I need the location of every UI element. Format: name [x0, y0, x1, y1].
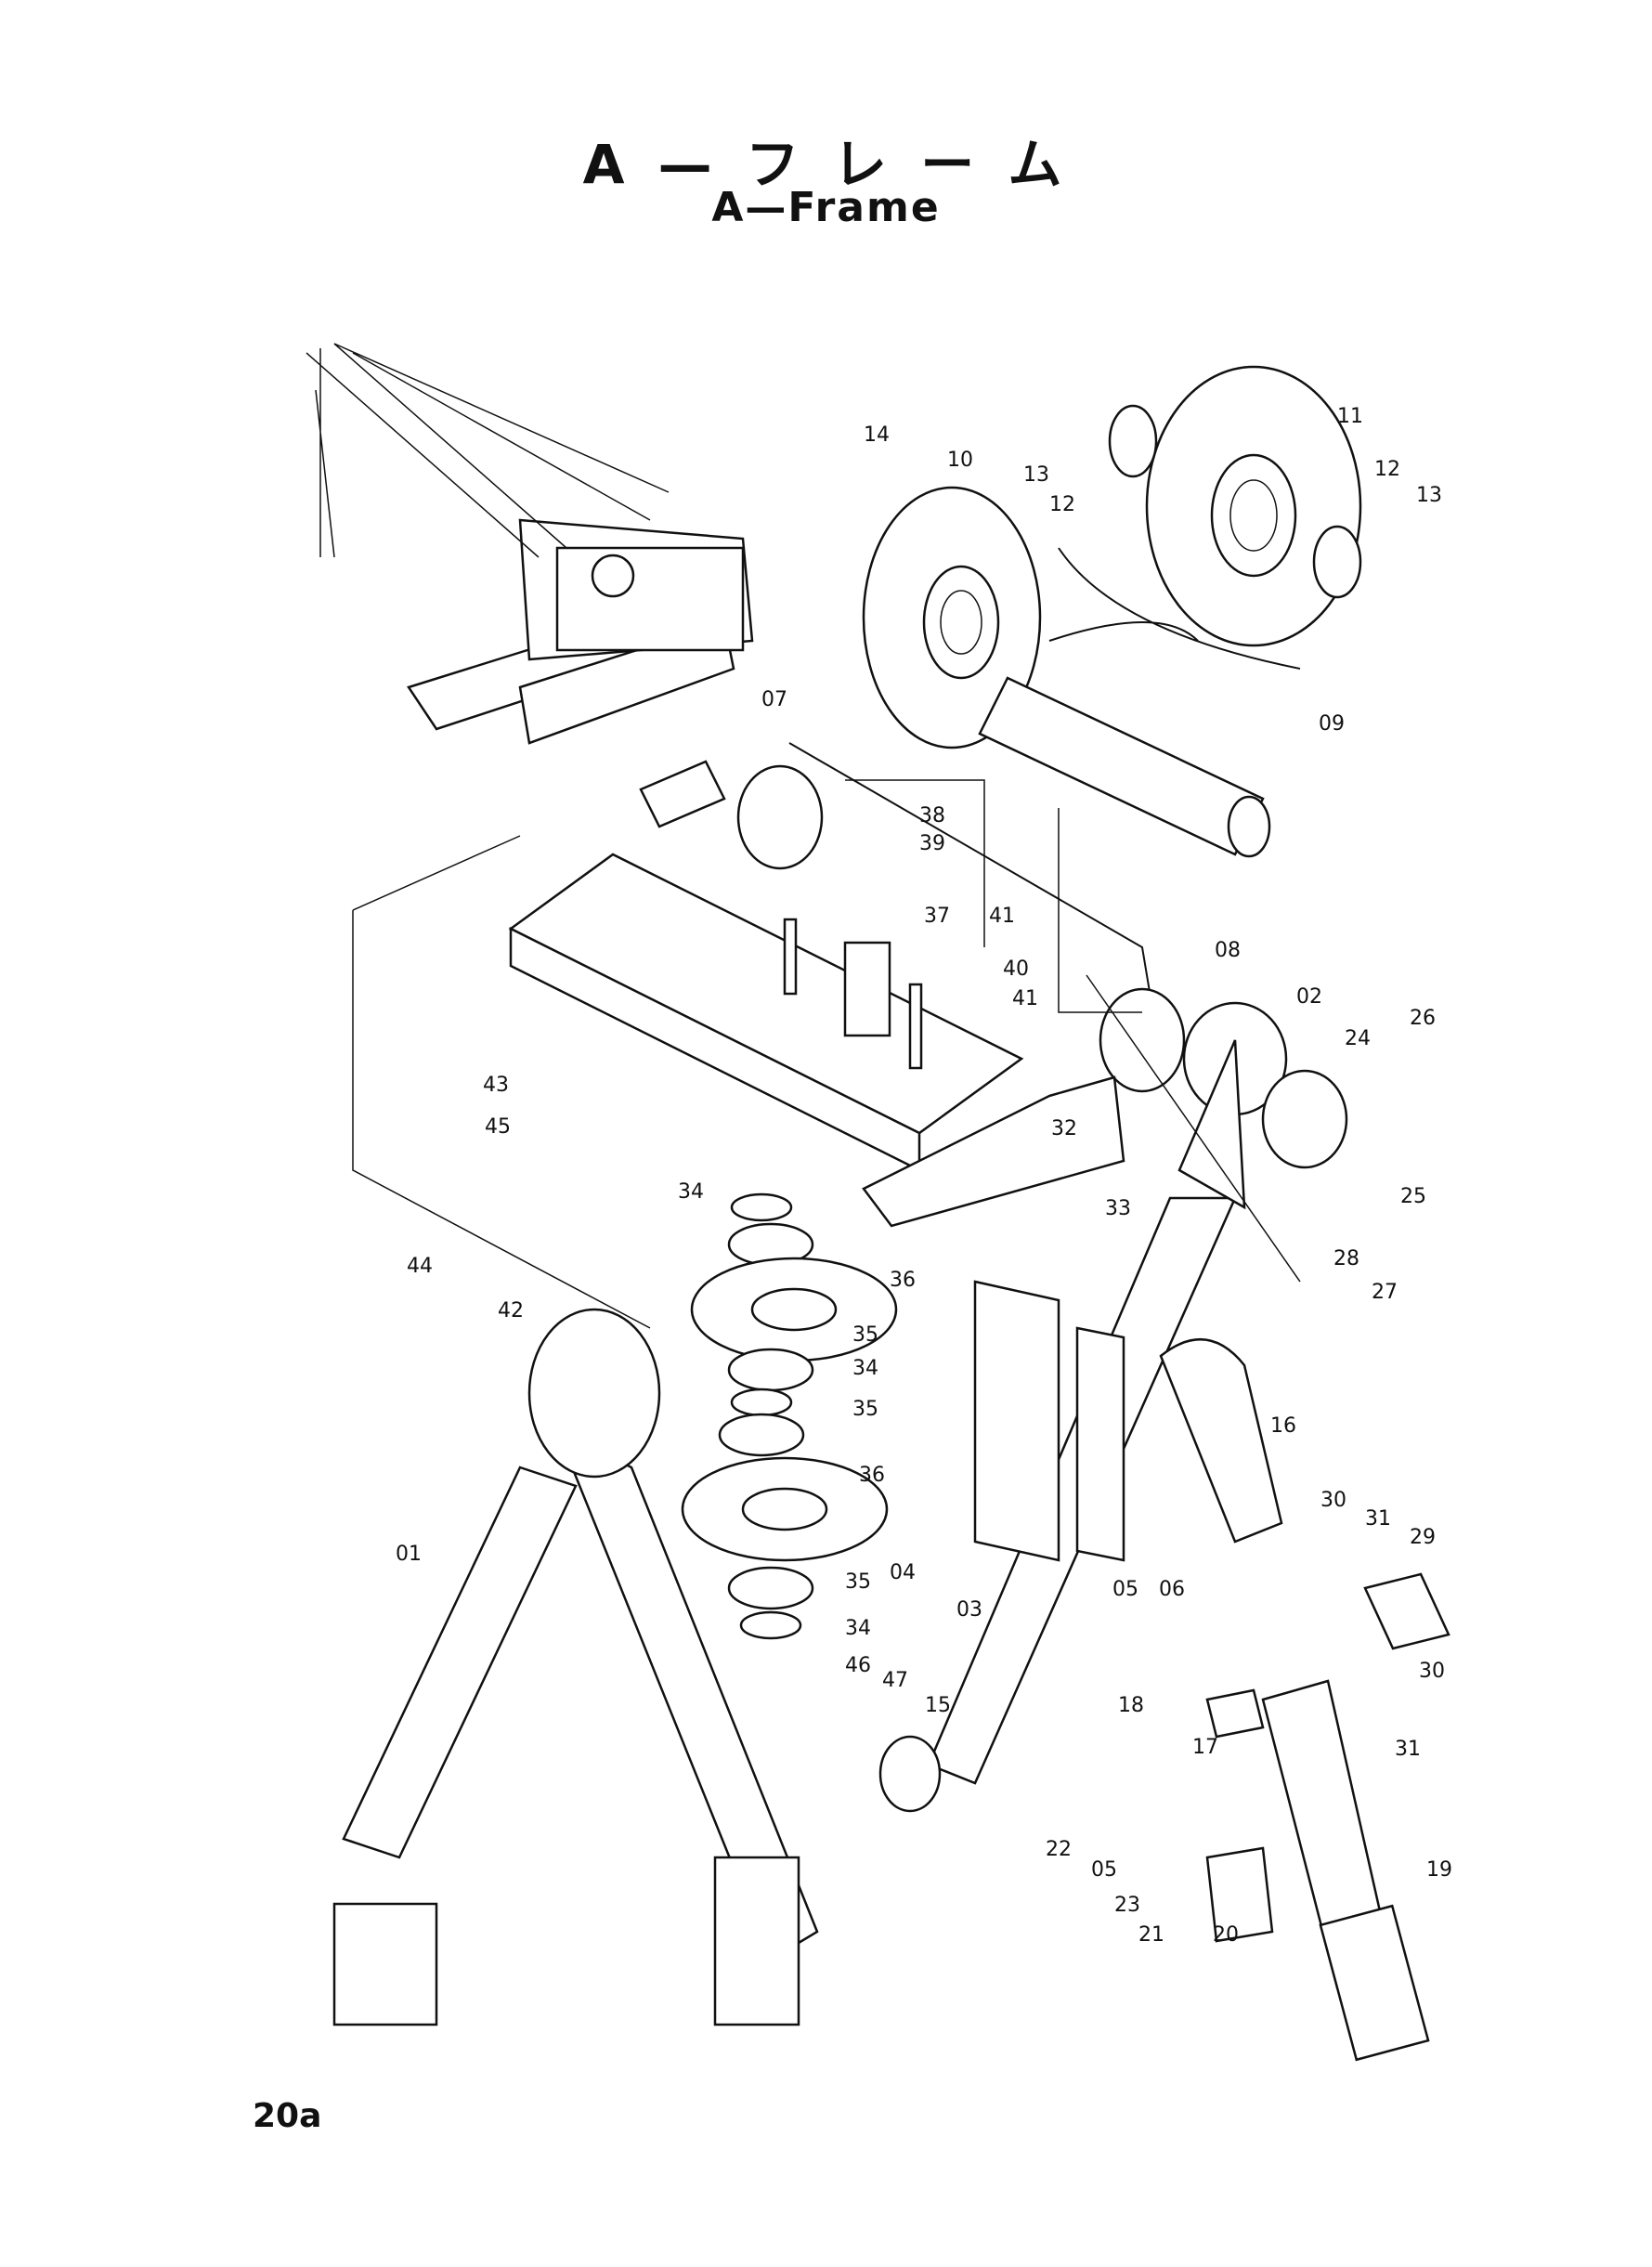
collar-24 — [1261, 1069, 1348, 1169]
callout-label: 43 — [483, 1074, 509, 1097]
callout-label: 35 — [852, 1323, 878, 1347]
callout-label: 45 — [485, 1115, 511, 1139]
callout-label: 03 — [956, 1598, 982, 1622]
callout-label: 37 — [924, 905, 950, 928]
callout-label: 30 — [1320, 1489, 1346, 1512]
bushing-12-right — [1312, 525, 1362, 599]
callout-label: 40 — [1003, 958, 1029, 981]
callout-label: 28 — [1333, 1247, 1359, 1270]
callout-label: 09 — [1319, 712, 1345, 736]
callout-label: 47 — [882, 1669, 908, 1692]
link-16 — [1159, 1337, 1283, 1544]
callout-label: 12 — [1049, 493, 1075, 516]
callout-label: 33 — [1105, 1197, 1131, 1220]
callout-label: 46 — [845, 1654, 871, 1677]
callout-label: 15 — [925, 1694, 951, 1717]
callout-label: 31 — [1365, 1507, 1391, 1531]
callout-label: 06 — [1159, 1578, 1185, 1601]
pin-40 — [908, 983, 923, 1070]
bushing-12-left — [1108, 404, 1158, 478]
callout-label: 42 — [498, 1299, 524, 1322]
bracket-29 — [1363, 1572, 1450, 1650]
callout-label: 17 — [1192, 1736, 1218, 1759]
callout-label: 22 — [1046, 1838, 1072, 1861]
callout-label: 39 — [919, 832, 945, 855]
callout-label: 11 — [1337, 405, 1363, 428]
page-number: 20a — [253, 2097, 322, 2135]
callout-label: 05 — [1091, 1858, 1117, 1882]
callout-label: 34 — [852, 1357, 878, 1380]
callout-label: 19 — [1426, 1858, 1452, 1882]
callout-label: 16 — [1270, 1414, 1296, 1438]
pin-18 — [1205, 1688, 1265, 1739]
sleeve-15 — [878, 1735, 942, 1813]
sheave-11 — [1145, 365, 1362, 647]
shaft-09 — [978, 676, 1271, 858]
callout-label: 32 — [1051, 1117, 1077, 1140]
callout-label: 10 — [947, 449, 973, 472]
callout-label: 31 — [1395, 1738, 1421, 1761]
callout-label: 34 — [678, 1180, 704, 1204]
callout-label: 18 — [1118, 1694, 1144, 1717]
callout-label: 05 — [1112, 1578, 1138, 1601]
callout-label: 07 — [761, 688, 787, 711]
callout-labels: 14 10 11 13 12 12 13 07 09 38 39 37 41 4… — [396, 405, 1452, 1947]
pin-37 — [843, 941, 891, 1037]
callout-label: 44 — [407, 1255, 433, 1278]
callout-label: 13 — [1416, 484, 1442, 507]
callout-label: 27 — [1372, 1281, 1398, 1304]
assembly-arrow — [1048, 547, 1301, 670]
a-frame-base — [508, 742, 1186, 1228]
callout-label: 21 — [1138, 1923, 1164, 1947]
callout-label: 08 — [1215, 939, 1241, 962]
crane-illustration — [306, 343, 754, 745]
callout-label: 36 — [890, 1269, 916, 1292]
callout-label: 01 — [396, 1543, 422, 1566]
title-japanese: A — フ レ ー ム — [582, 133, 1070, 196]
callout-label: 41 — [1012, 987, 1038, 1010]
pin-20 — [1205, 1846, 1274, 1943]
callout-label: 35 — [845, 1570, 871, 1594]
callout-label: 02 — [1296, 985, 1322, 1009]
plate-03 — [973, 1280, 1060, 1562]
callout-label: 23 — [1114, 1894, 1140, 1917]
callout-label: 13 — [1023, 463, 1049, 487]
callout-label: 36 — [859, 1464, 885, 1487]
callout-label: 20 — [1213, 1923, 1239, 1947]
callout-label: 26 — [1410, 1007, 1436, 1030]
callout-label: 14 — [864, 423, 890, 447]
leg-17 — [1261, 1679, 1430, 2062]
callout-label: 34 — [845, 1617, 871, 1640]
pin-07 — [639, 760, 726, 828]
sheave-stack — [681, 1192, 898, 1640]
callout-label: 25 — [1400, 1185, 1426, 1208]
sheave-10 — [862, 486, 1042, 749]
title-english: A—Frame — [711, 184, 941, 231]
callout-label: 35 — [852, 1398, 878, 1421]
callout-label: 24 — [1345, 1027, 1371, 1050]
callout-label: 29 — [1410, 1526, 1436, 1549]
callout-label: 41 — [989, 905, 1015, 928]
plate-03b — [1075, 1326, 1125, 1562]
pin-41-left — [783, 918, 798, 996]
callout-label: 30 — [1419, 1660, 1445, 1683]
callout-label: 12 — [1374, 458, 1400, 481]
callout-label: 38 — [919, 804, 945, 827]
leg-01 — [332, 1308, 819, 2026]
callout-label: 04 — [890, 1561, 916, 1584]
